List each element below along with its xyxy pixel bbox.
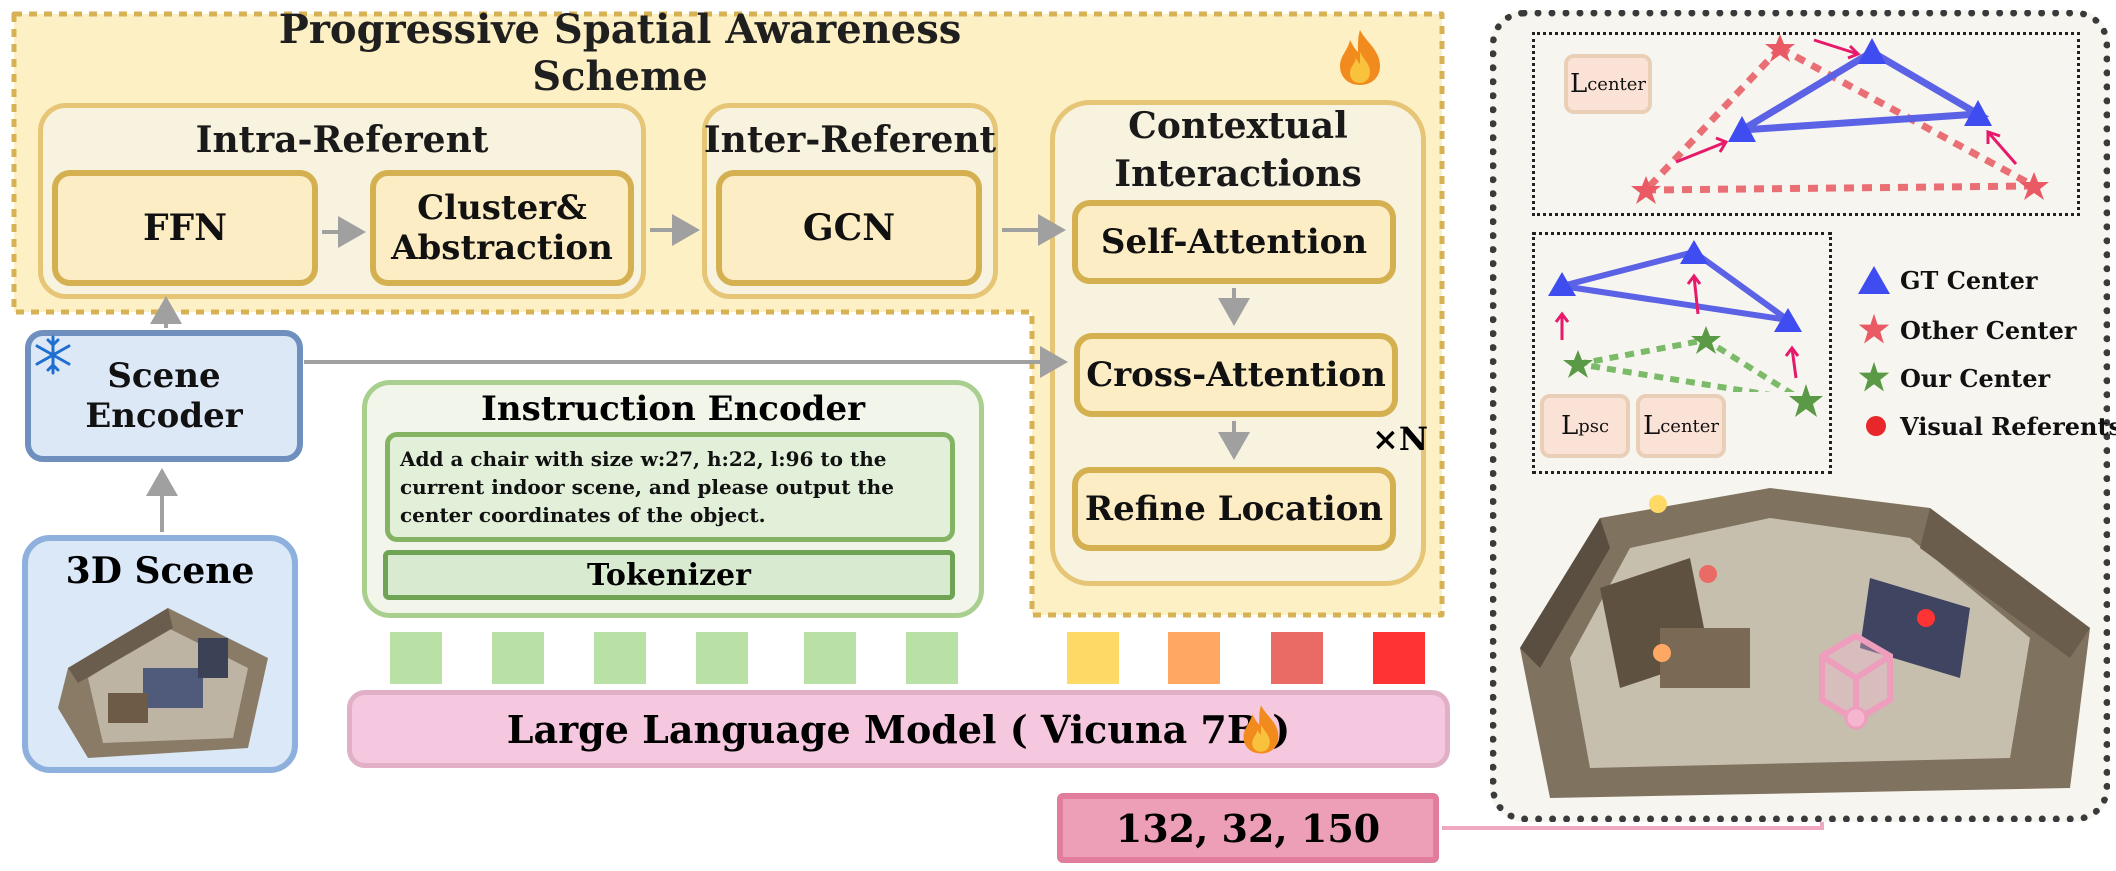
output-coordinates: 132, 32, 150 [1057,793,1439,863]
other-center-stars [1631,34,2049,204]
snowflake-icon [32,334,74,380]
scene-encoder-label: Scene Encoder [85,356,243,436]
visual-token [1067,632,1119,684]
other-center-icon [1858,313,1890,344]
visual-token [1271,632,1323,684]
legend-visual-referents: Visual Referents [1900,412,2116,441]
cluster-abstraction-block: Cluster& Abstraction [370,170,634,286]
loss-center-diagram [1532,32,2080,216]
instruction-text: Add a chair with size w:27, h:22, l:96 t… [385,432,955,542]
legend-other-center: Other Center [1900,316,2077,345]
loss-center-triangles [1631,34,2049,204]
gcn-label: GCN [802,207,896,249]
point-cloud-scene-image [1520,488,2090,798]
psa-title: Progressive Spatial Awareness Scheme [278,6,962,100]
text-token [492,632,544,684]
tokenizer-label: Tokenizer [587,557,751,593]
llm-block: Large Language Model ( Vicuna 7B ) [347,690,1450,768]
llm-label: Large Language Model ( Vicuna 7B ) [506,706,1291,752]
cross-attention-block: Cross-Attention [1074,333,1398,417]
our-center-icon [1858,361,1890,392]
intra-referent-title: Intra-Referent [195,119,489,161]
abstraction-label: Abstraction [391,228,613,268]
visual-referent-icon [1866,416,1886,436]
self-attention-label: Self-Attention [1100,222,1368,262]
small-point-cloud-image [58,608,268,758]
legend-gt-center: GT Center [1900,266,2038,295]
loss-psc-triangles [1548,240,1802,392]
text-token [594,632,646,684]
refine-location-label: Refine Location [1084,489,1384,529]
gcn-block: GCN [716,170,982,286]
cluster-label: Cluster& [417,188,587,228]
text-token [804,632,856,684]
legend-our-center: Our Center [1900,364,2051,393]
text-token [906,632,958,684]
instruction-encoder-title: Instruction Encoder [481,389,865,429]
visual-token [1168,632,1220,684]
inter-referent-title: Inter-Referent [703,119,997,161]
visual-referent-dot [1653,644,1671,662]
refine-location-block: Refine Location [1072,467,1396,551]
our-center-star [1789,384,1823,417]
ffn-block: FFN [52,170,318,286]
self-attention-block: Self-Attention [1072,200,1396,284]
text-token [696,632,748,684]
tokenizer-block: Tokenizer [383,550,955,600]
visual-referent-dot [1917,609,1935,627]
visual-referent-dot [1699,565,1717,583]
repeat-label: ×N [1372,420,1429,458]
cross-attention-label: Cross-Attention [1086,355,1386,395]
visual-token [1373,632,1425,684]
fire-icon [1240,698,1282,764]
visual-referent-dot [1649,495,1667,513]
text-token [390,632,442,684]
3d-scene-label: 3D Scene [65,550,255,592]
fire-icon [1336,28,1384,90]
loss-psc-diagram [1532,232,1832,474]
scene-encoder-block: Scene Encoder [25,330,303,462]
ffn-label: FFN [142,207,228,249]
gt-center-icon [1858,266,1890,294]
